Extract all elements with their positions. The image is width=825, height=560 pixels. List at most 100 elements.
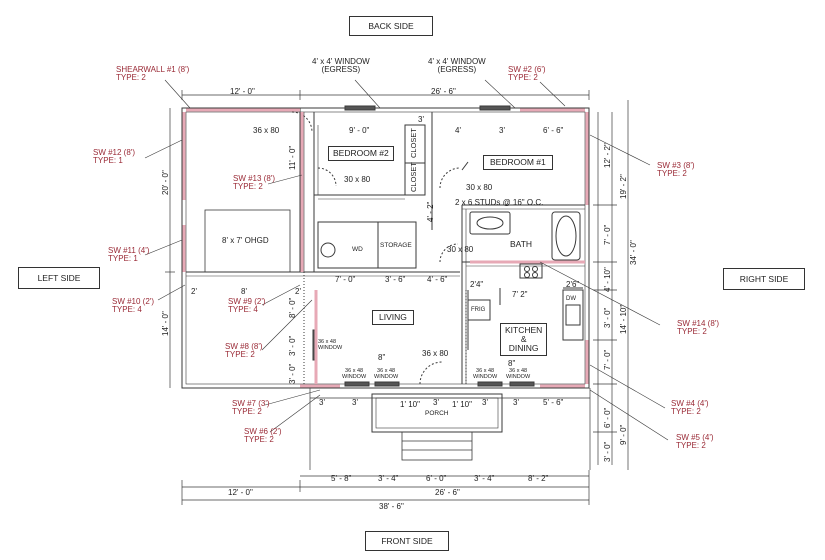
storage-closet	[377, 221, 417, 269]
dim-bot-3-4b: 3' - 4"	[474, 474, 495, 483]
bedroom2-label: BEDROOM #2	[328, 146, 394, 161]
door-36x80-living: 36 x 80	[422, 349, 449, 358]
door-36x80-top: 36 x 80	[253, 126, 280, 135]
dim-r-34-0: 34' - 0"	[629, 240, 638, 265]
dim-living-3-6: 3' - 6"	[385, 275, 406, 284]
egress-window-label-1: 4' x 4' WINDOW(EGRESS)	[312, 57, 370, 75]
left-side-label: LEFT SIDE	[18, 267, 100, 289]
dim-r-4-10: 4' - 10"	[603, 267, 612, 292]
shearwall-2-label: SW #2 (6') TYPE: 2	[508, 65, 546, 83]
door-30x80-bath: 30 x 80	[447, 245, 474, 254]
kitchen-range	[519, 263, 543, 279]
shearwall-7-label: SW #7 (3') TYPE: 2	[232, 399, 270, 417]
dim-porch-3a: 3'	[319, 398, 325, 407]
dim-left-20: 20' - 0"	[161, 170, 170, 195]
dim-r-3-0b: 3' - 0"	[603, 441, 612, 462]
dim-porch-3c: 3'	[433, 398, 439, 407]
shearwall-8-label: SW #8 (8') TYPE: 2	[225, 342, 263, 360]
dim-r-9-0: 9' - 0"	[619, 424, 628, 445]
dim-r-12-2: 12' - 2"	[603, 143, 612, 168]
dim-living-7: 7' - 0"	[335, 275, 356, 284]
front-window-label-2: 36 x 48 WINDOW	[374, 368, 399, 380]
garage-door	[204, 209, 291, 273]
dim-closet-3: 3'	[418, 115, 424, 124]
shearwall-14-label: SW #14 (8') TYPE: 2	[677, 319, 719, 337]
back-side-label: BACK SIDE	[349, 16, 433, 36]
shearwall-12-label: SW #12 (8') TYPE: 1	[93, 148, 135, 166]
dim-porch-3e: 3'	[513, 398, 519, 407]
shearwall-5-label: SW #5 (4') TYPE: 2	[676, 433, 714, 451]
dim-bed2-depth: 11' - 0"	[288, 145, 297, 170]
exterior-wall-main	[181, 107, 590, 389]
dim-kit-8in: 8"	[508, 359, 516, 368]
dim-bot-6-0: 6' - 0"	[426, 474, 447, 483]
dim-v-8-0: 8' - 0"	[288, 297, 297, 318]
dim-row-2b: 2'	[295, 287, 301, 296]
dim-bot-38-6: 38' - 6"	[379, 502, 404, 511]
dim-bed1-3: 3'	[499, 126, 505, 135]
front-window-label-3: 36 x 48 WINDOW	[473, 368, 498, 380]
dim-bot-8-2: 8' - 2"	[528, 474, 549, 483]
dishwasher	[562, 289, 584, 341]
dim-bot-3-4a: 3' - 4"	[378, 474, 399, 483]
living-label: LIVING	[372, 310, 414, 325]
dim-bot-12: 12' - 0"	[228, 488, 253, 497]
dim-r-3-0a: 3' - 0"	[603, 307, 612, 328]
egress-window-1	[344, 105, 376, 111]
shearwall-11-label: SW #11 (4') TYPE: 1	[108, 246, 150, 264]
laundry-area	[317, 221, 379, 269]
door-swing-top	[291, 111, 313, 133]
dim-kit-2-6: 2'6"	[566, 280, 580, 289]
dim-living-4-6: 4' - 6"	[427, 275, 448, 284]
dim-hall-4-2: 4' - 2"	[426, 201, 435, 222]
front-window-label-1: 36 x 48 WINDOW	[342, 368, 367, 380]
shearwall-9-label: SW #9 (2') TYPE: 4	[228, 297, 266, 315]
shearwall-3-label: SW #3 (8') TYPE: 2	[657, 161, 695, 179]
bedroom1-label: BEDROOM #1	[483, 155, 553, 170]
dim-r-19-2: 19' - 2"	[619, 174, 628, 199]
closet-block-lower	[404, 162, 426, 196]
dim-porch-3b: 3'	[352, 398, 358, 407]
wd-label: WD	[352, 246, 363, 253]
door-swing-living	[419, 361, 443, 385]
shearwall-6-label: SW #6 (2') TYPE: 2	[244, 427, 282, 445]
shearwall-lines	[182, 108, 589, 388]
dim-bot-26-6: 26' - 6"	[435, 488, 460, 497]
dim-bed1-6-6: 6' - 6"	[543, 126, 564, 135]
living-side-window-label: 36 x 48 WINDOW	[318, 339, 343, 351]
shearwall-1-label: SHEARWALL #1 (8') TYPE: 2	[116, 65, 190, 83]
dim-kit-2-4: 2'4"	[470, 280, 484, 289]
front-window-label-4: 36 x 48 WINDOW	[506, 368, 531, 380]
dim-porch-3d: 3'	[482, 398, 488, 407]
bath-label: BATH	[510, 239, 533, 249]
shearwall-13-label: SW #13 (8') TYPE: 2	[233, 174, 275, 192]
dim-r-7-0b: 7' - 0"	[603, 349, 612, 370]
dim-top-left: 12' - 0"	[230, 87, 255, 96]
closet-label-upper: CLOSET	[409, 127, 418, 158]
dim-row-8: 8'	[241, 287, 247, 296]
dim-top-right: 26' - 6"	[431, 87, 456, 96]
dim-porch-1-10b: 1' 10"	[452, 400, 472, 409]
dim-bed1-4: 4'	[455, 126, 461, 135]
garage-door-label: 8' x 7' OHGD	[222, 236, 269, 245]
dim-v-3-0b: 3' - 0"	[288, 363, 297, 384]
dw-label: DW	[566, 296, 576, 302]
toilet	[320, 242, 336, 258]
dim-v-3-0a: 3' - 0"	[288, 335, 297, 356]
dim-bot-5-8: 5' - 8"	[331, 474, 352, 483]
closet-label-lower: CLOSET	[409, 161, 418, 192]
dim-porch-5-6: 5' - 6"	[543, 398, 564, 407]
door-30x80-bed1: 30 x 80	[466, 183, 493, 192]
egress-window-2	[479, 105, 511, 111]
front-side-label: FRONT SIDE	[365, 531, 449, 551]
storage-label: STORAGE	[380, 242, 412, 249]
dim-r-7-0a: 7' - 0"	[603, 224, 612, 245]
egress-window-label-2: 4' x 4' WINDOW(EGRESS)	[428, 57, 486, 75]
kitchen-label: KITCHEN & DINING	[500, 323, 548, 356]
dim-left-14: 14' - 0"	[161, 311, 170, 336]
dim-row-2a: 2'	[191, 287, 197, 296]
porch-steps	[401, 431, 473, 461]
dim-living-8in: 8"	[378, 353, 386, 362]
